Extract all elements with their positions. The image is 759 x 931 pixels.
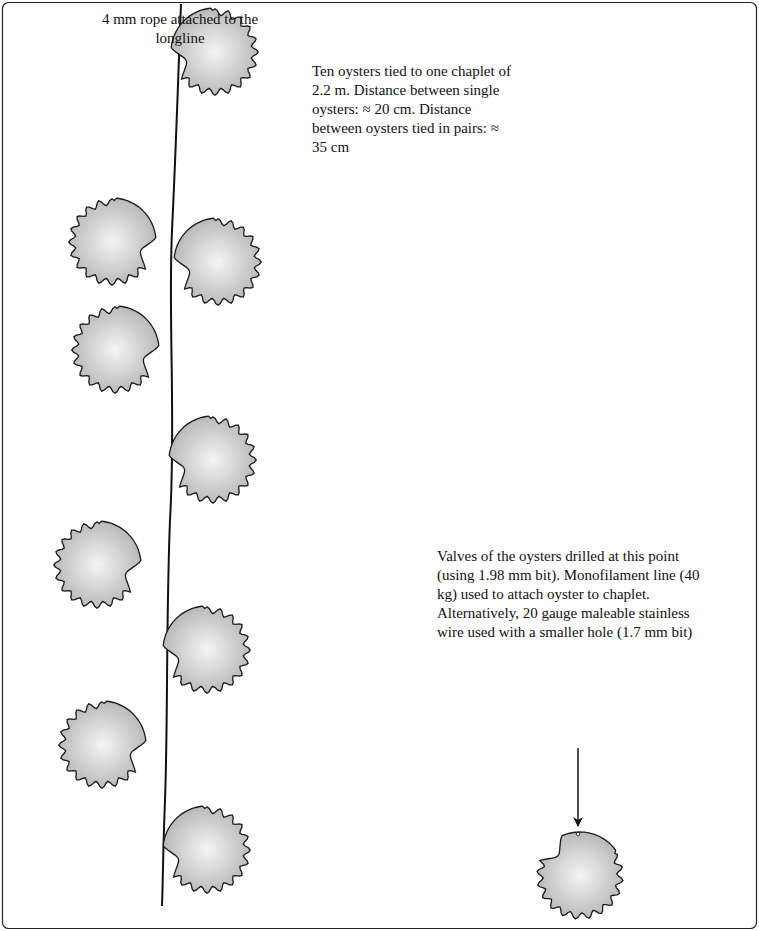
drill-hole [576,832,580,836]
oyster-shell [163,606,250,693]
oyster-shell [69,198,156,285]
oyster-shell [521,816,640,931]
annotation-note: 4 mm rope attached to the longline [95,10,265,48]
oyster-shell [54,521,141,608]
oyster-shell [59,701,146,788]
pointer-arrow [577,748,579,826]
oyster-shell [174,218,261,305]
frame [3,3,757,929]
oyster-shell [72,306,159,393]
annotation-note: Ten oysters tied to one chaplet of 2.2 m… [312,62,512,157]
oysters [54,8,640,931]
annotation-note: Valves of the oysters drilled at this po… [437,547,715,642]
oyster-shell [169,416,256,503]
oyster-shell [163,806,250,893]
